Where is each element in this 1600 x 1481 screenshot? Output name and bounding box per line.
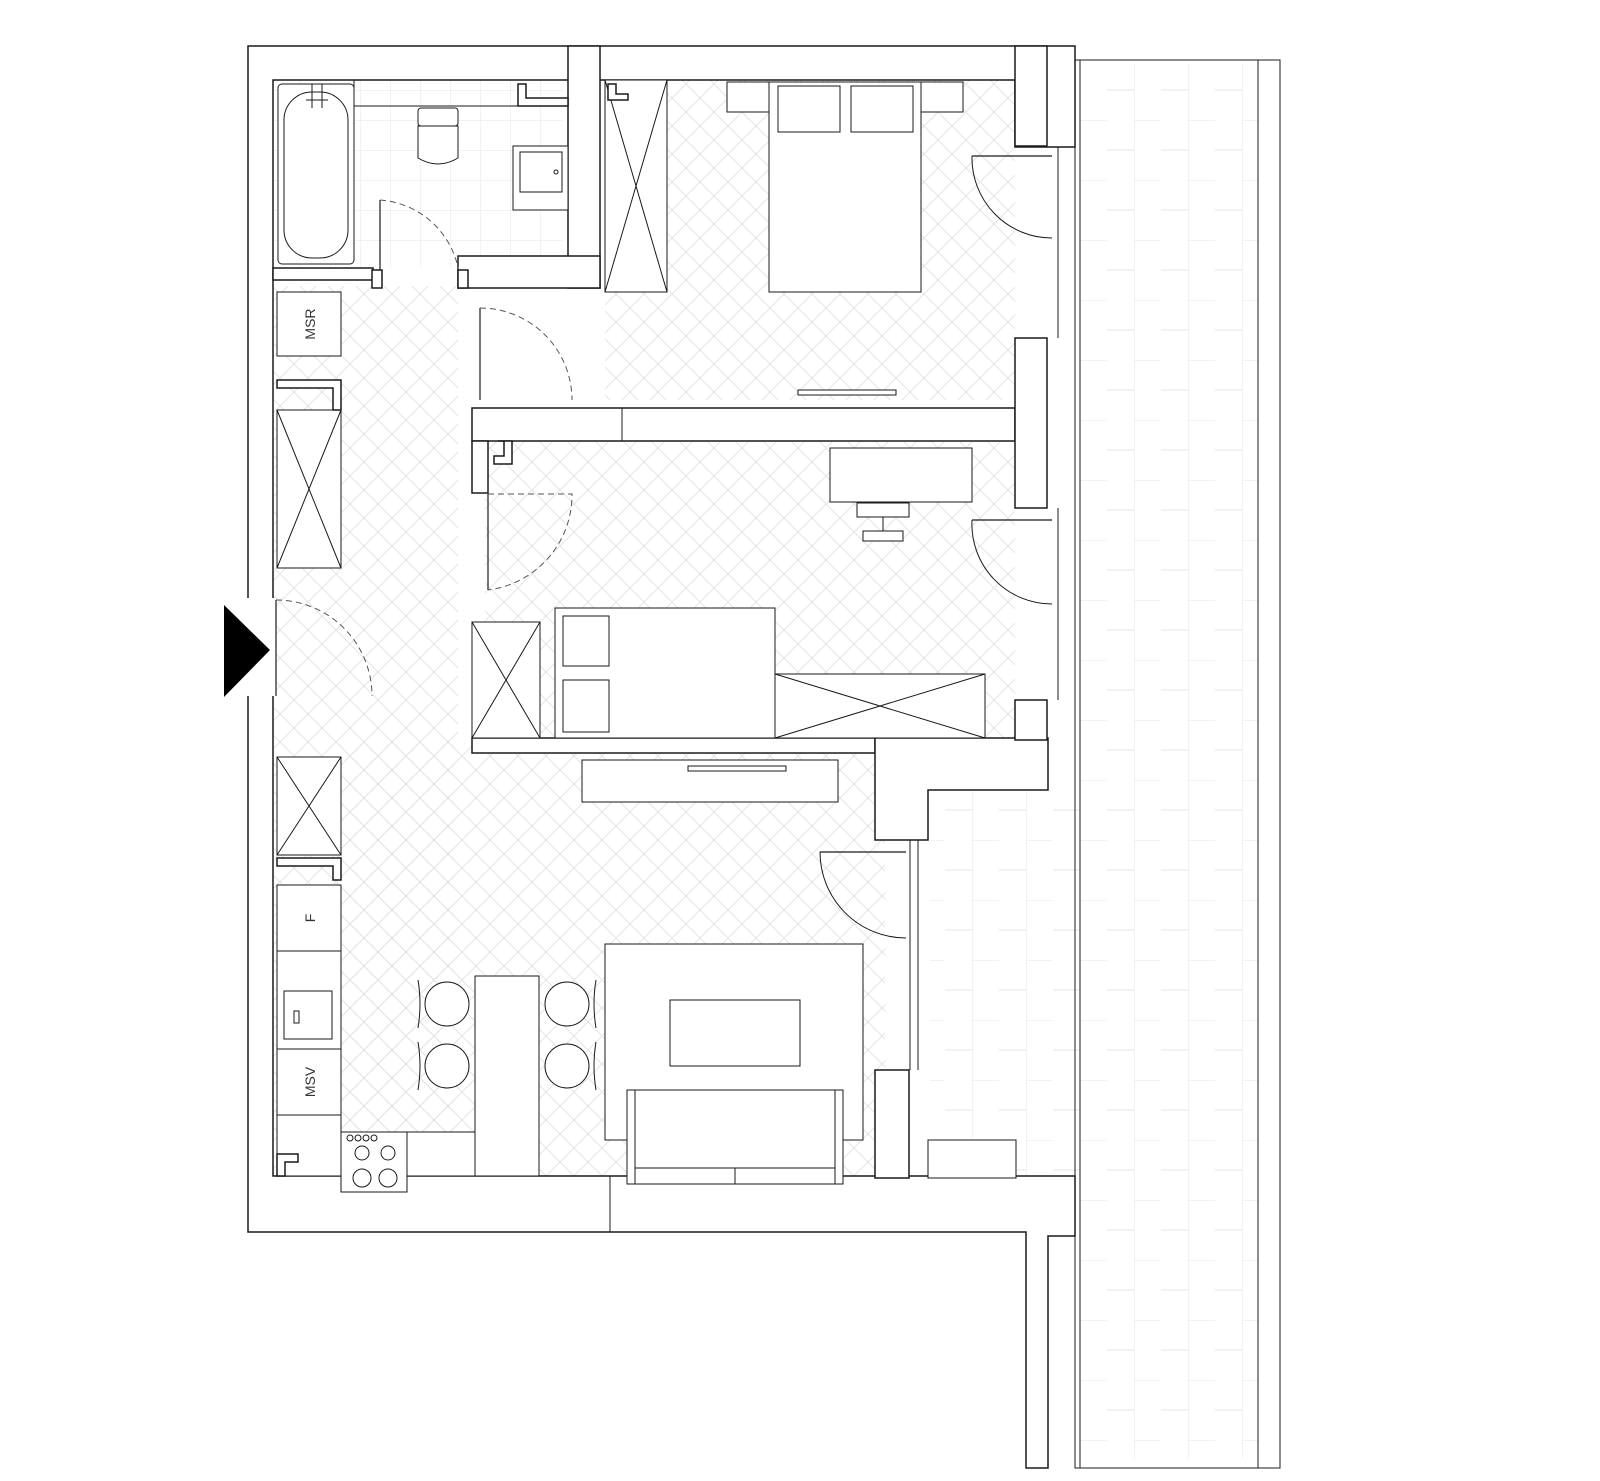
study-right-pier	[1014, 699, 1048, 741]
entrance	[224, 598, 373, 697]
study-wardrobe-cross-icon	[774, 673, 986, 739]
washbasin-drain-icon	[553, 169, 559, 175]
bathtub-basin	[283, 91, 349, 259]
sofa-bed-cushion-top	[562, 615, 610, 667]
bathroom-partition-wall	[567, 45, 601, 289]
msv-cabinet	[276, 1048, 342, 1116]
msv-label: MSV	[302, 1066, 318, 1097]
hall-wardrobe-upper-cross-icon	[276, 409, 342, 569]
dining-chair-3-icon	[544, 981, 590, 1027]
kitchen-counter-end	[276, 1114, 342, 1177]
pillow-right	[850, 85, 914, 133]
bedroom-duct-icon	[607, 83, 629, 101]
dining-chair-1-icon	[424, 981, 470, 1027]
balcony-door-swing	[819, 851, 907, 939]
hob-knob-2-icon	[354, 1134, 362, 1142]
dining-island	[474, 975, 540, 1177]
nightstand-left	[726, 81, 770, 113]
desk-chair	[856, 502, 910, 518]
study-door-swing	[487, 493, 573, 591]
bathroom-duct-icon	[517, 83, 569, 107]
sofa-arm-left	[626, 1089, 636, 1185]
hob-knob-4-icon	[370, 1134, 378, 1142]
toilet-bowl-icon	[417, 125, 459, 165]
terrace-deck	[1080, 64, 1258, 1458]
bathroom	[277, 80, 569, 289]
study-balcony-door-swing	[971, 519, 1053, 605]
bedroom	[479, 79, 1053, 401]
fridge	[276, 884, 342, 952]
terrace-outline	[1074, 59, 1281, 1469]
desk	[829, 447, 973, 503]
sofa-arm-right	[834, 1089, 844, 1185]
bedroom-tv-body	[797, 389, 897, 396]
hall-pier	[471, 440, 489, 494]
kitchen-counter	[406, 1131, 476, 1177]
hall-duct-upper-icon	[276, 379, 342, 411]
desk-chair-base	[862, 530, 904, 542]
hallway: MSR	[276, 291, 342, 881]
hall-wardrobe-lower-cross-icon	[276, 756, 342, 856]
bathroom-bottom-wall	[457, 255, 601, 289]
entrance-arrow-icon	[224, 605, 270, 697]
msr-cabinet	[276, 291, 342, 357]
bedroom-balcony-door-swing	[971, 155, 1053, 239]
dining-chair-4-icon	[544, 1043, 590, 1089]
bedroom-right-wall-top	[1014, 45, 1048, 147]
dining-chair-legs-left-icon	[417, 979, 421, 1091]
hob-burner-4-icon	[378, 1168, 398, 1188]
study-cabinet-cross-icon	[471, 621, 541, 739]
balcony-side-wall	[874, 1069, 910, 1179]
living-tv	[687, 765, 787, 772]
bathroom-door-jamb	[371, 269, 383, 289]
hob-burner-3-icon	[352, 1168, 372, 1188]
entrance-door-swing	[275, 599, 373, 697]
pillow-left	[777, 85, 841, 133]
coffee-table	[669, 999, 801, 1067]
bedroom-right-pier	[1014, 337, 1048, 509]
study-bottom-wall	[471, 737, 876, 754]
fridge-label: F	[302, 914, 318, 923]
dining-chair-2-icon	[424, 1043, 470, 1089]
hob-burner-2-icon	[380, 1145, 396, 1161]
sink-tap-icon	[293, 1010, 300, 1024]
msr-label: MSR	[302, 308, 318, 339]
bedroom-door-swing	[479, 307, 573, 401]
bathroom-left-wall-stub	[272, 267, 374, 281]
wardrobe-cross-icon	[604, 79, 668, 293]
balcony-deck	[930, 790, 1080, 1180]
living-kitchen: F MSV	[276, 759, 907, 1193]
kitchen-sink	[283, 990, 333, 1040]
washbasin-bowl	[519, 151, 563, 193]
bathtub	[277, 83, 355, 265]
hob-burner-1-icon	[354, 1145, 370, 1161]
kitchen-sink-unit	[276, 950, 342, 1050]
study	[471, 440, 1053, 739]
dining-chair-legs-right-icon	[593, 979, 597, 1091]
bathtub-faucet-icon	[306, 84, 328, 108]
living-balcony-corner-wall	[874, 737, 1049, 841]
washbasin-unit	[512, 145, 569, 211]
bathroom-door-jamb-2	[457, 269, 469, 289]
hob-knob-1-icon	[346, 1134, 354, 1142]
bedroom-divider-wall	[471, 407, 1016, 442]
balcony-planter	[927, 1139, 1017, 1179]
kitchen-duct-icon	[276, 1153, 299, 1177]
hob-knob-3-icon	[362, 1134, 370, 1142]
nightstand-right	[920, 81, 964, 113]
study-duct-icon	[493, 440, 513, 465]
sofa-bed-cushion-bottom	[562, 679, 610, 733]
hall-duct-lower-icon	[276, 857, 342, 881]
toilet-cistern	[417, 107, 459, 127]
